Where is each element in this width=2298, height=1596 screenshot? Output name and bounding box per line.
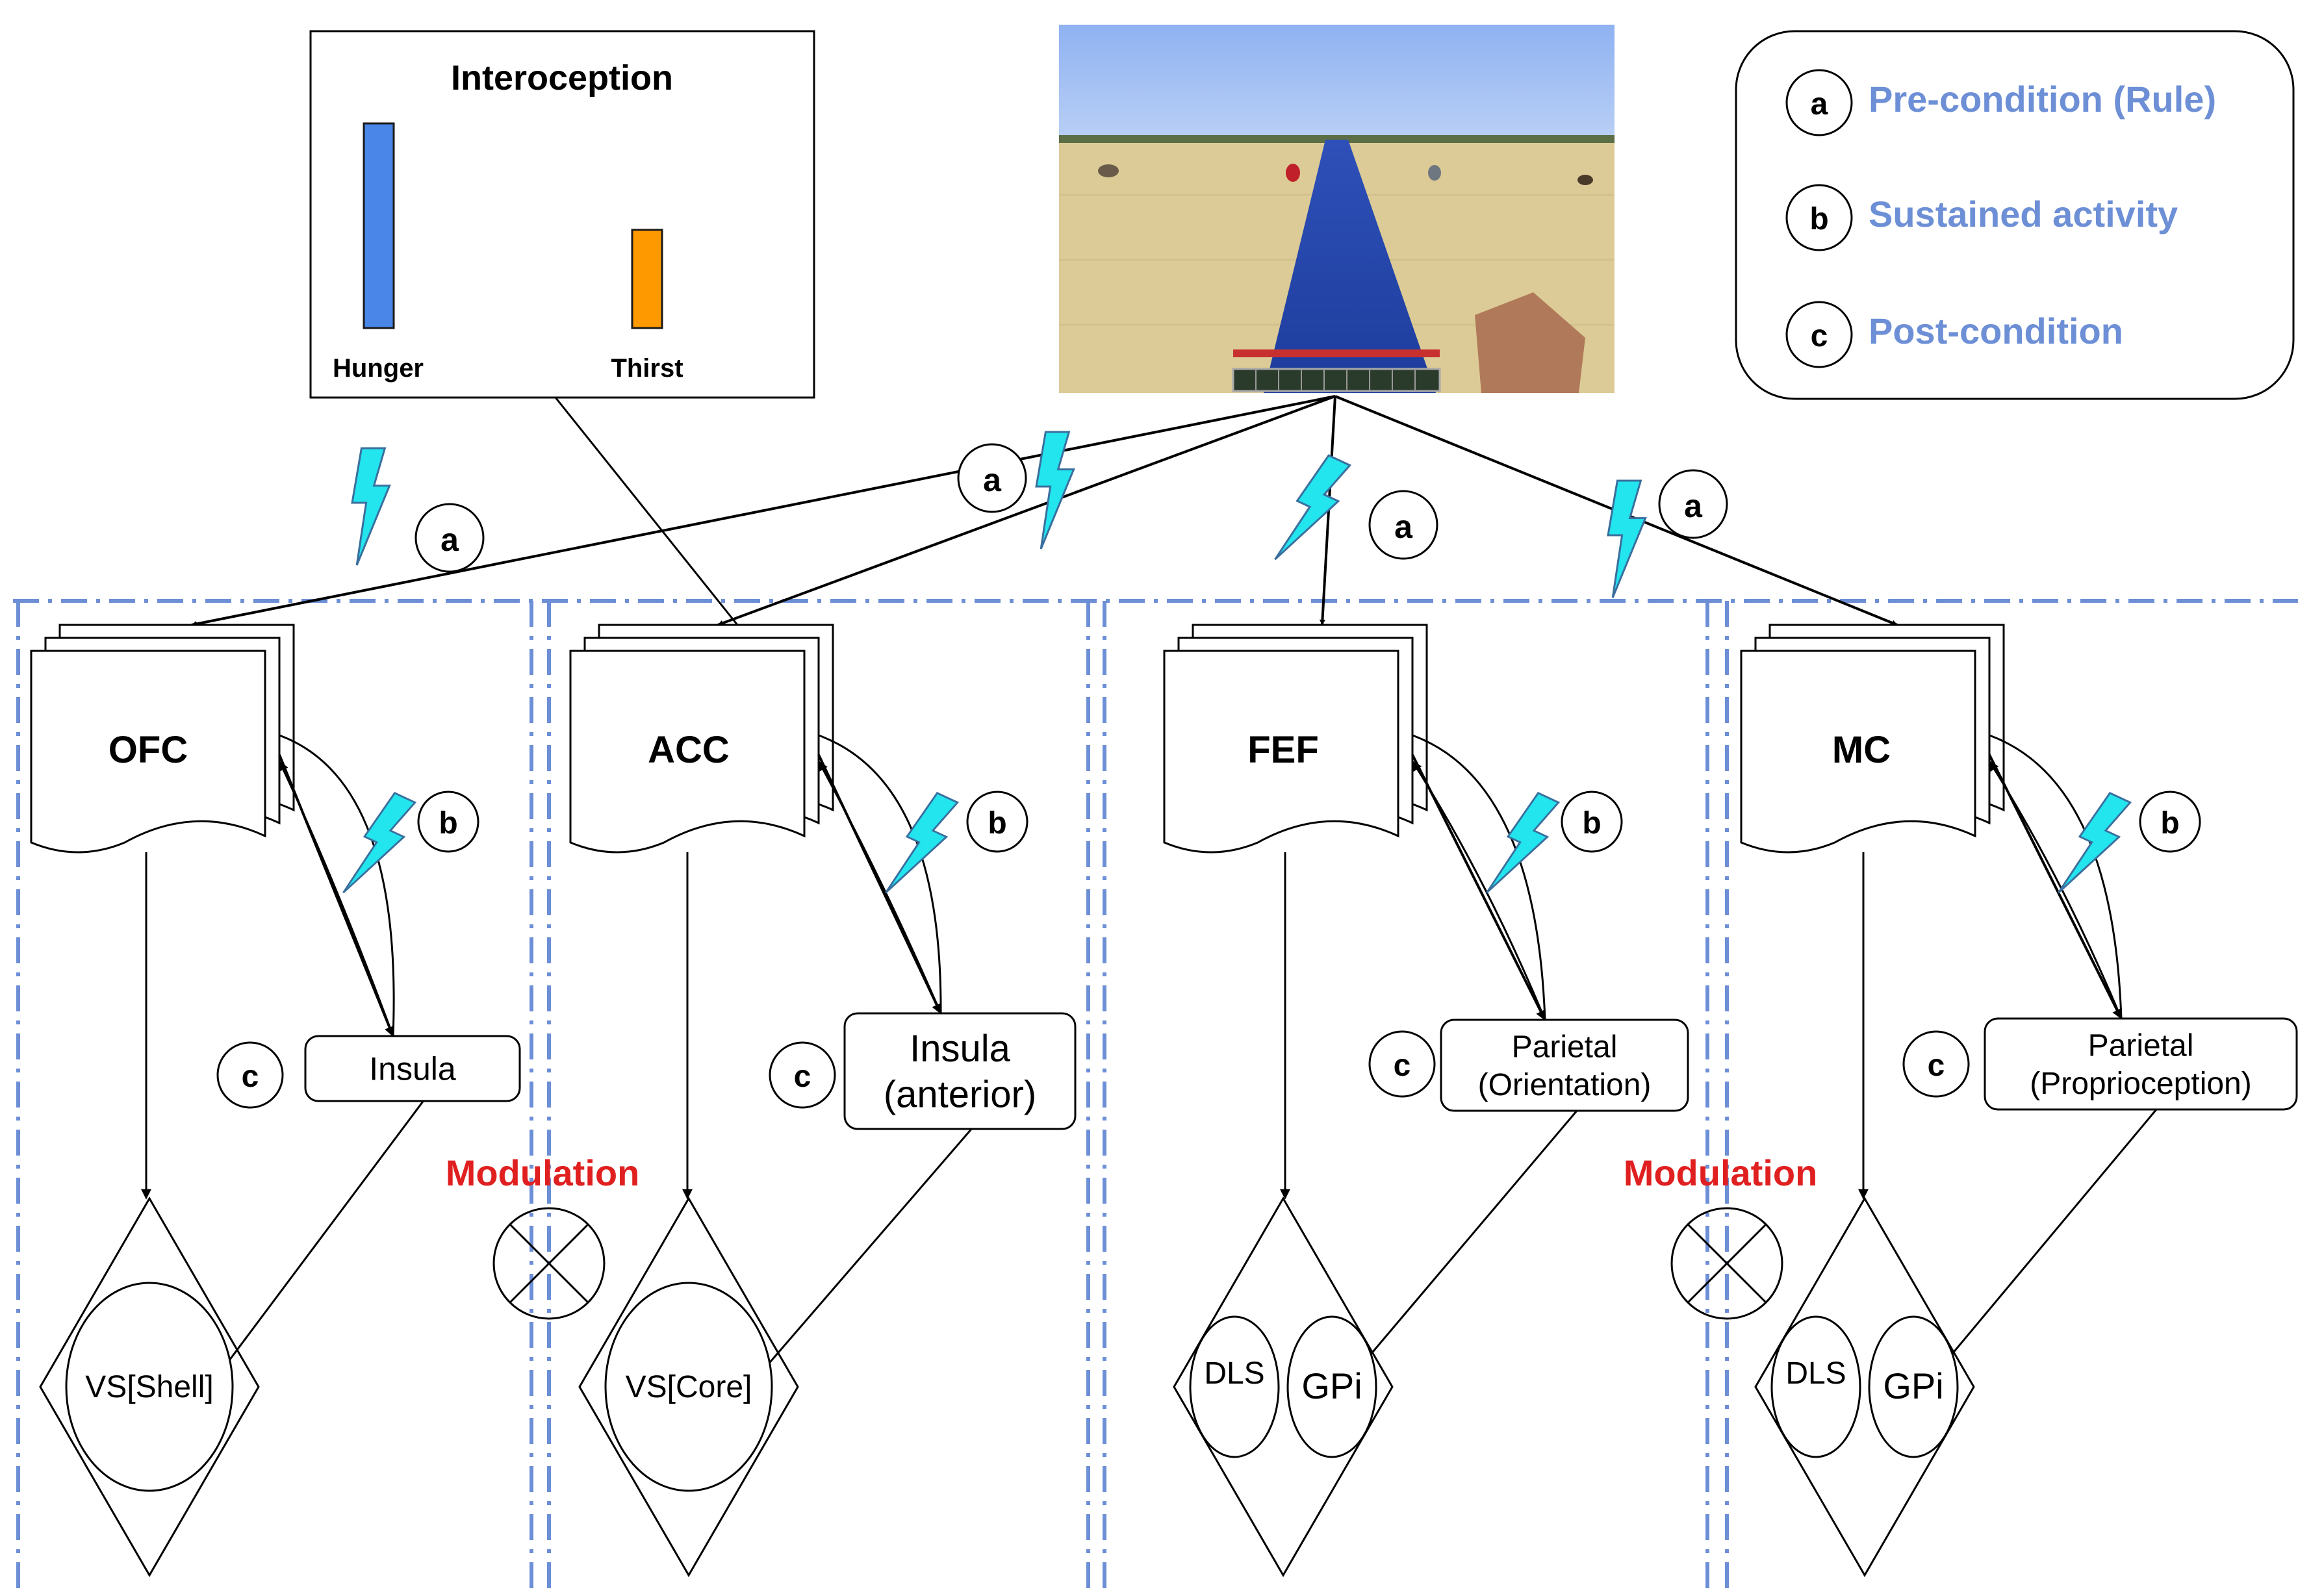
legend-box: a Pre-condition (Rule) b Sustained activ…: [1735, 30, 2295, 400]
post-condition-box: [843, 1012, 1077, 1130]
striatum-diamond: [1754, 1197, 1975, 1577]
hunger-bar: [363, 122, 395, 329]
lightning-icon: [1270, 450, 1355, 574]
marker-c: c: [794, 1059, 811, 1094]
pallidum-label: GPi: [1301, 1365, 1362, 1406]
striatum-ellipse: [65, 1282, 234, 1492]
sustained-curve: [1412, 734, 1546, 1020]
modulation-right: Modulation: [1624, 1152, 1818, 1320]
post-to-striatum-arrow: [748, 1128, 973, 1388]
legend-key-c: c: [1811, 319, 1828, 353]
post-condition-label: Parietal: [1512, 1030, 1618, 1065]
cortex-layer: [1740, 650, 1976, 854]
cortex-label: OFC: [109, 729, 188, 771]
modulation-label: Modulation: [446, 1152, 640, 1193]
legend-text-a: Pre-condition (Rule): [1869, 79, 2216, 120]
cortex-label: MC: [1832, 729, 1891, 771]
interoception-title: Interoception: [451, 58, 673, 97]
cortex-layer: [30, 650, 266, 854]
pallidum-ellipse: [1868, 1315, 1959, 1458]
post-condition-box: [304, 1035, 521, 1102]
marker-c: c: [1928, 1048, 1945, 1083]
thirst-label: Thirst: [611, 354, 683, 383]
columns: OFCbInsulacVS[Shell]ACCbInsula(anterior)…: [30, 624, 2298, 1577]
post-condition-label: Insula: [369, 1051, 456, 1087]
striatum-diamond: [1173, 1197, 1394, 1577]
thirst-bar: [631, 229, 663, 329]
feedback-curve: [278, 760, 394, 1037]
lightning-icon: [1607, 479, 1647, 599]
feedback-curve: [1411, 760, 1546, 1020]
post-condition-label: (Orientation): [1478, 1068, 1652, 1102]
marker-c: c: [242, 1059, 259, 1094]
legend-key-a: a: [1811, 87, 1828, 121]
post-condition-box: [1984, 1017, 2298, 1111]
modulation-label: Modulation: [1624, 1152, 1818, 1193]
striatum-label: VS[Core]: [626, 1370, 752, 1404]
pallidum-label: GPi: [1883, 1365, 1943, 1406]
striatum-ellipse: [1189, 1315, 1280, 1458]
striatum-ellipse: [1770, 1315, 1861, 1458]
post-to-striatum-arrow: [1342, 1110, 1578, 1388]
legend-key-b: b: [1809, 202, 1828, 236]
legend-text-b: Sustained activity: [1869, 194, 2178, 234]
striatum-ellipse: [604, 1282, 773, 1492]
striatum-label: DLS: [1785, 1356, 1846, 1391]
sustained-curve: [818, 734, 942, 1014]
striatum-label: VS[Shell]: [85, 1370, 213, 1404]
column-outlines: [13, 599, 2298, 1596]
cortex-layer: [1163, 650, 1399, 854]
game-screenshot: [1059, 25, 1615, 393]
marker-b: b: [439, 806, 457, 841]
cortex-label: FEF: [1247, 729, 1319, 771]
post-to-striatum-arrow: [209, 1100, 424, 1388]
marker-b: b: [2160, 806, 2179, 841]
interoception-panel: Interoception Hunger Thirst: [309, 30, 815, 399]
marker-b: b: [988, 806, 1006, 841]
cortex-layer: [569, 650, 806, 854]
post-condition-label: Insula: [910, 1028, 1011, 1070]
post-condition-label: (Proprioception): [2030, 1067, 2251, 1101]
marker-a-ofc: a: [440, 522, 459, 558]
post-condition-box: [1440, 1019, 1689, 1112]
lightning-icon: [338, 788, 420, 907]
marker-a-acc: a: [983, 462, 1002, 498]
pallidum-ellipse: [1286, 1315, 1377, 1458]
marker-a-mc: a: [1684, 488, 1703, 524]
post-to-striatum-arrow: [1924, 1109, 2158, 1388]
modulation-left: Modulation: [446, 1152, 640, 1320]
cortex-label: ACC: [648, 729, 730, 771]
post-condition-label: (anterior): [884, 1074, 1036, 1116]
marker-c: c: [1394, 1048, 1411, 1083]
lightning-icon: [880, 788, 963, 907]
marker-b: b: [1582, 806, 1601, 841]
legend-text-c: Post-condition: [1869, 310, 2123, 351]
lightning-icon: [351, 447, 391, 566]
feedback-curve: [817, 760, 942, 1014]
striatum-label: DLS: [1204, 1356, 1264, 1391]
feedback-curve: [1988, 760, 2123, 1019]
hunger-label: Hunger: [333, 354, 424, 383]
marker-a-fef: a: [1394, 509, 1413, 545]
post-condition-label: Parietal: [2088, 1029, 2194, 1063]
rule-markers: a a a a: [351, 431, 1728, 599]
lightning-icon: [2053, 788, 2136, 907]
